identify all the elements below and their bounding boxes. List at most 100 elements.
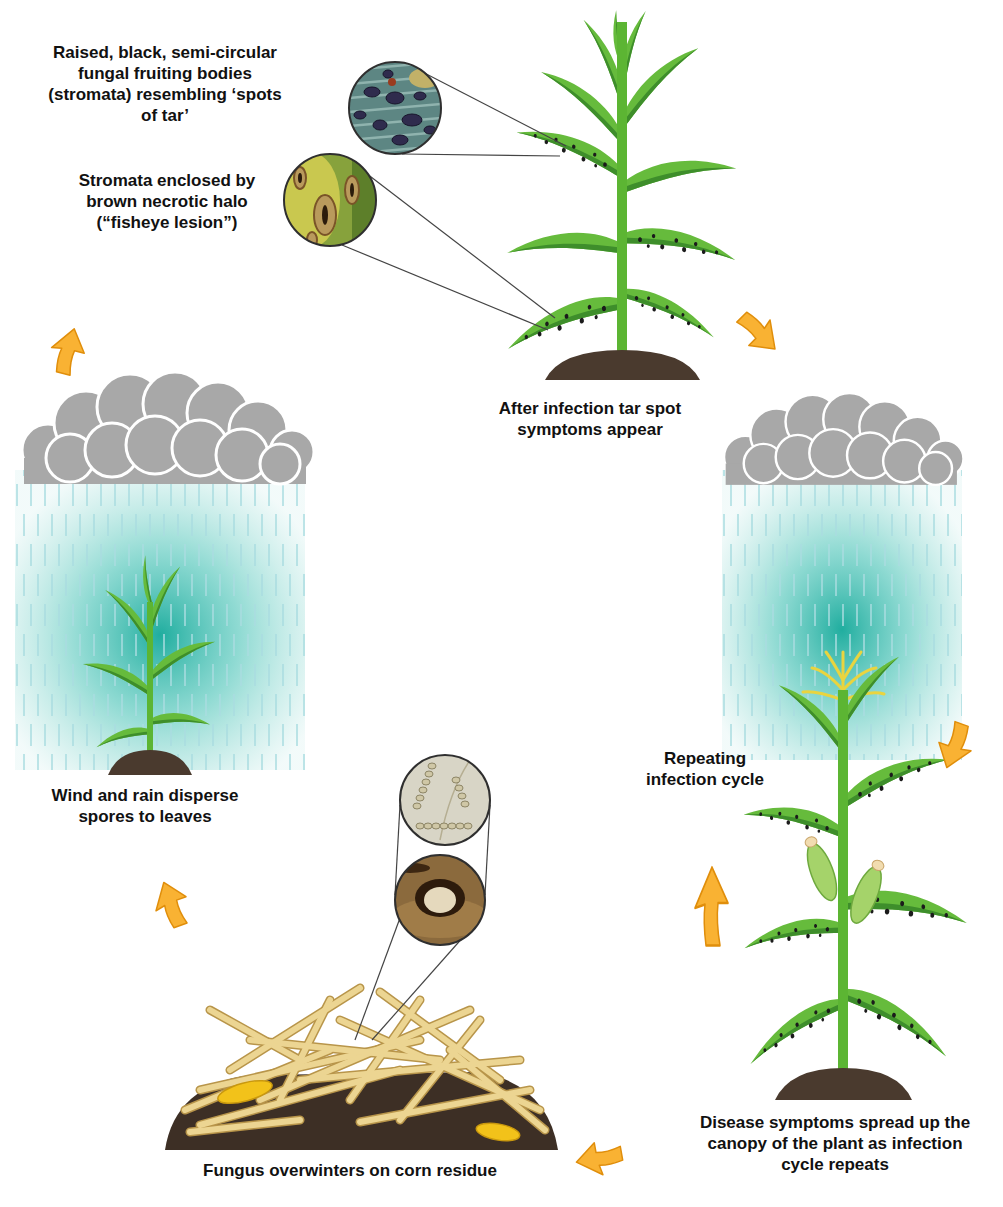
spore [419, 787, 427, 793]
spore [464, 823, 472, 829]
corn-cob [475, 1120, 521, 1143]
leaf [537, 62, 628, 141]
rust-spot [388, 78, 396, 86]
fruiting-body-closeup [390, 855, 490, 945]
spotted-leaf [504, 282, 624, 363]
tassel-branch [803, 692, 843, 700]
yellow-area [280, 152, 340, 248]
label-slot: After infection tar spot symptoms appear [470, 398, 710, 440]
tar-spot-closeup [349, 62, 441, 154]
spotted-leaf [514, 121, 626, 178]
spore [422, 779, 430, 785]
spore [458, 793, 466, 799]
spotted-leaf [621, 218, 738, 273]
cycle-arrow [46, 324, 90, 377]
tassel-branch [843, 652, 861, 680]
leaf [775, 677, 849, 750]
soil-mound [108, 750, 192, 775]
soil-mound [775, 1068, 912, 1100]
cycle-arrow [731, 304, 787, 360]
spore [461, 801, 469, 807]
stromata [298, 173, 354, 225]
chlorotic-patch [409, 68, 441, 88]
spore [413, 803, 421, 809]
label-slot: Wind and rain disperse spores to leaves [25, 785, 265, 827]
spore [424, 823, 432, 829]
stroma [402, 114, 422, 126]
infected-plant [504, 8, 737, 380]
stroma [354, 111, 366, 119]
straw-outline [185, 988, 545, 1132]
fisheye-closeup [280, 152, 378, 248]
cycle-arrow [695, 867, 728, 945]
leader-line [345, 157, 555, 318]
spore [428, 763, 436, 769]
magnifier-ring [395, 855, 485, 945]
stroma [364, 87, 380, 97]
spore [416, 823, 424, 829]
leaf [102, 585, 155, 644]
rain-streaks [15, 470, 305, 770]
label-slot: Fungus overwinters on corn residue [170, 1160, 530, 1181]
necrotic-halo [345, 176, 359, 204]
silk [871, 858, 886, 872]
stem [617, 22, 627, 362]
leaf [506, 227, 622, 265]
rain-glow [15, 470, 305, 770]
spore-chains [413, 763, 472, 829]
caption-text: After infection tar spot symptoms appear [470, 398, 710, 440]
caption-text: Repeating infection cycle [635, 748, 775, 790]
leaf [95, 721, 151, 754]
leaf [142, 555, 153, 606]
leader-line [402, 154, 560, 156]
stroma [383, 70, 393, 78]
label-slot: Raised, black, semi-circular fungal frui… [40, 42, 290, 126]
stroma [386, 92, 404, 104]
caption-text: Wind and rain disperse spores to leaves [25, 785, 265, 827]
spore [455, 785, 463, 791]
necrotic-halo [314, 195, 336, 235]
perithecium [424, 887, 456, 913]
leaf-veins [349, 62, 441, 154]
corn-ear [845, 857, 890, 927]
rain-cloud [724, 393, 963, 485]
husk [845, 863, 888, 927]
corn-ear [799, 833, 843, 903]
spotted-leaf [619, 276, 717, 347]
leaf [150, 710, 211, 732]
spotted-leaf [839, 747, 951, 808]
spore [448, 823, 456, 829]
caption-text: Raised, black, semi-circular fungal frui… [40, 42, 290, 126]
mature-plant [743, 650, 969, 1100]
stroma [373, 120, 387, 130]
spotted-leaf [743, 909, 845, 960]
tassel-branch [826, 652, 843, 680]
label-slot: Stromata enclosed by brown necrotic halo… [52, 170, 282, 233]
leaf [621, 155, 737, 193]
rain-cloud [22, 372, 314, 484]
silk [804, 835, 819, 849]
leaf-surface [349, 62, 441, 154]
stroma [350, 183, 354, 197]
spore [456, 823, 464, 829]
leader-lines [355, 805, 490, 1040]
spore [440, 823, 448, 829]
caption-text: Fungus overwinters on corn residue [170, 1160, 530, 1181]
husk [801, 840, 842, 904]
leader-line [342, 245, 548, 330]
spore [425, 771, 433, 777]
caption-text: Disease symptoms spread up the canopy of… [695, 1112, 975, 1175]
dark-streak [390, 863, 430, 873]
spotted-leaf [840, 973, 952, 1068]
stem [838, 690, 848, 1080]
leader-line [355, 918, 400, 1040]
magnifier-ring [349, 62, 441, 154]
corn-residue [165, 988, 558, 1150]
spotted-leaf [745, 985, 846, 1074]
magnifier-ring [400, 755, 490, 845]
spore [416, 795, 424, 801]
corn-cob [216, 1076, 275, 1108]
leaf [615, 39, 703, 126]
cycle-arrow [932, 719, 979, 774]
